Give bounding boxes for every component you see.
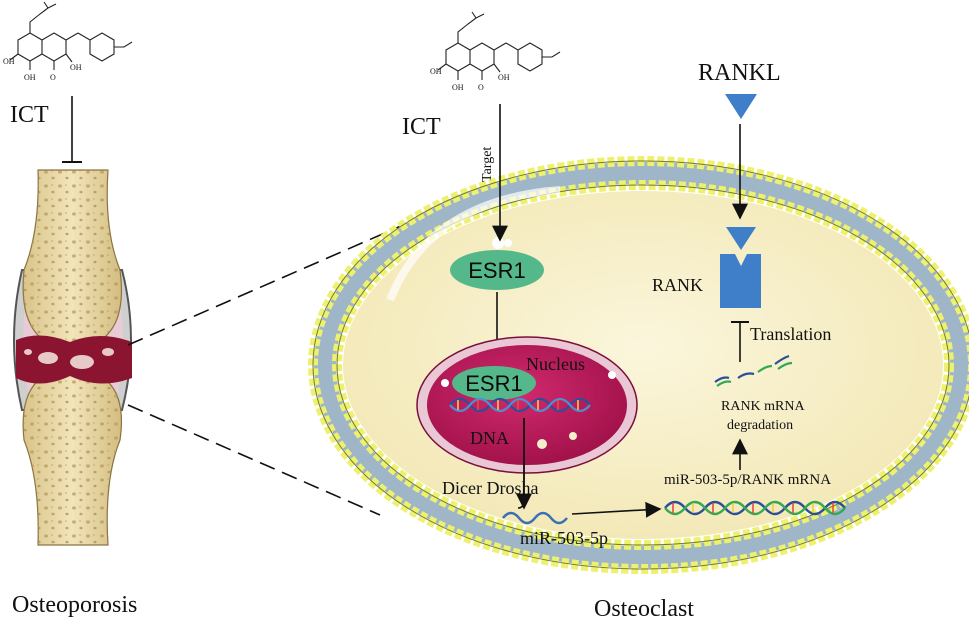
- ict-left-o: O: [50, 73, 56, 82]
- translation-label: Translation: [750, 324, 831, 344]
- rank-receptor: [720, 254, 761, 308]
- cytoplasm-highlight: [386, 186, 561, 302]
- mirna-strand: [502, 511, 568, 525]
- ict-left-oh-1: OH: [3, 57, 15, 66]
- nuclear-pore: [537, 439, 547, 449]
- zoom-line-top: [127, 221, 411, 346]
- rankl-ligand: [725, 94, 757, 119]
- esr1-nucleus: [452, 366, 536, 400]
- ict-left-oh-2: OH: [24, 73, 36, 82]
- ict-molecule-right: [437, 11, 561, 80]
- nuclear-pore: [441, 379, 449, 387]
- mrna-fragments: [714, 354, 793, 387]
- esr1-cytoplasm: [450, 250, 544, 290]
- mirna-complex-label: miR-503-5p/RANK mRNA: [664, 472, 831, 488]
- rank-mrna-degradation-line1: RANK mRNA: [721, 399, 806, 414]
- ict-left-oh-3: OH: [70, 63, 82, 72]
- esr1-cytoplasm-label: ESR1: [468, 258, 525, 283]
- cytoplasm: [343, 191, 943, 539]
- bone-joint: [13, 169, 132, 546]
- vesicle: [492, 237, 504, 249]
- target-label: Target: [480, 147, 495, 182]
- dna-label: DNA: [470, 428, 509, 448]
- ict-right-label: ICT: [402, 114, 441, 140]
- nuclear-pore: [608, 371, 616, 379]
- mirna-mrna-complex: [664, 500, 846, 516]
- dicer-drosha-label: Dicer Drosha: [442, 478, 538, 498]
- osteoclast-label: Osteoclast: [594, 596, 694, 622]
- ict-molecule-left: [9, 1, 133, 70]
- mirna-binding-arrow: [571, 501, 662, 518]
- ict-right-oh-2: OH: [452, 83, 464, 92]
- ict-right-oh-3: OH: [498, 73, 510, 82]
- cell-membrane: [308, 156, 969, 574]
- zoom-line-bottom: [127, 404, 381, 516]
- esr1-nucleus-label: ESR1: [465, 371, 522, 396]
- dna-helix: [449, 397, 591, 413]
- rankl-bound: [726, 227, 756, 250]
- osteoporosis-label: Osteoporosis: [12, 592, 137, 618]
- ict-right-o: O: [478, 83, 484, 92]
- nucleus-label: Nucleus: [526, 354, 585, 374]
- nuclear-pore: [569, 432, 577, 440]
- ict-left-label: ICT: [10, 102, 49, 128]
- ict-right-oh-1: OH: [430, 67, 442, 76]
- rank-label: RANK: [652, 275, 703, 295]
- mirna-label: miR-503-5p: [520, 528, 608, 548]
- rankl-label: RANKL: [698, 60, 781, 86]
- vesicle: [504, 239, 512, 247]
- rank-mrna-degradation-line2: degradation: [727, 418, 793, 433]
